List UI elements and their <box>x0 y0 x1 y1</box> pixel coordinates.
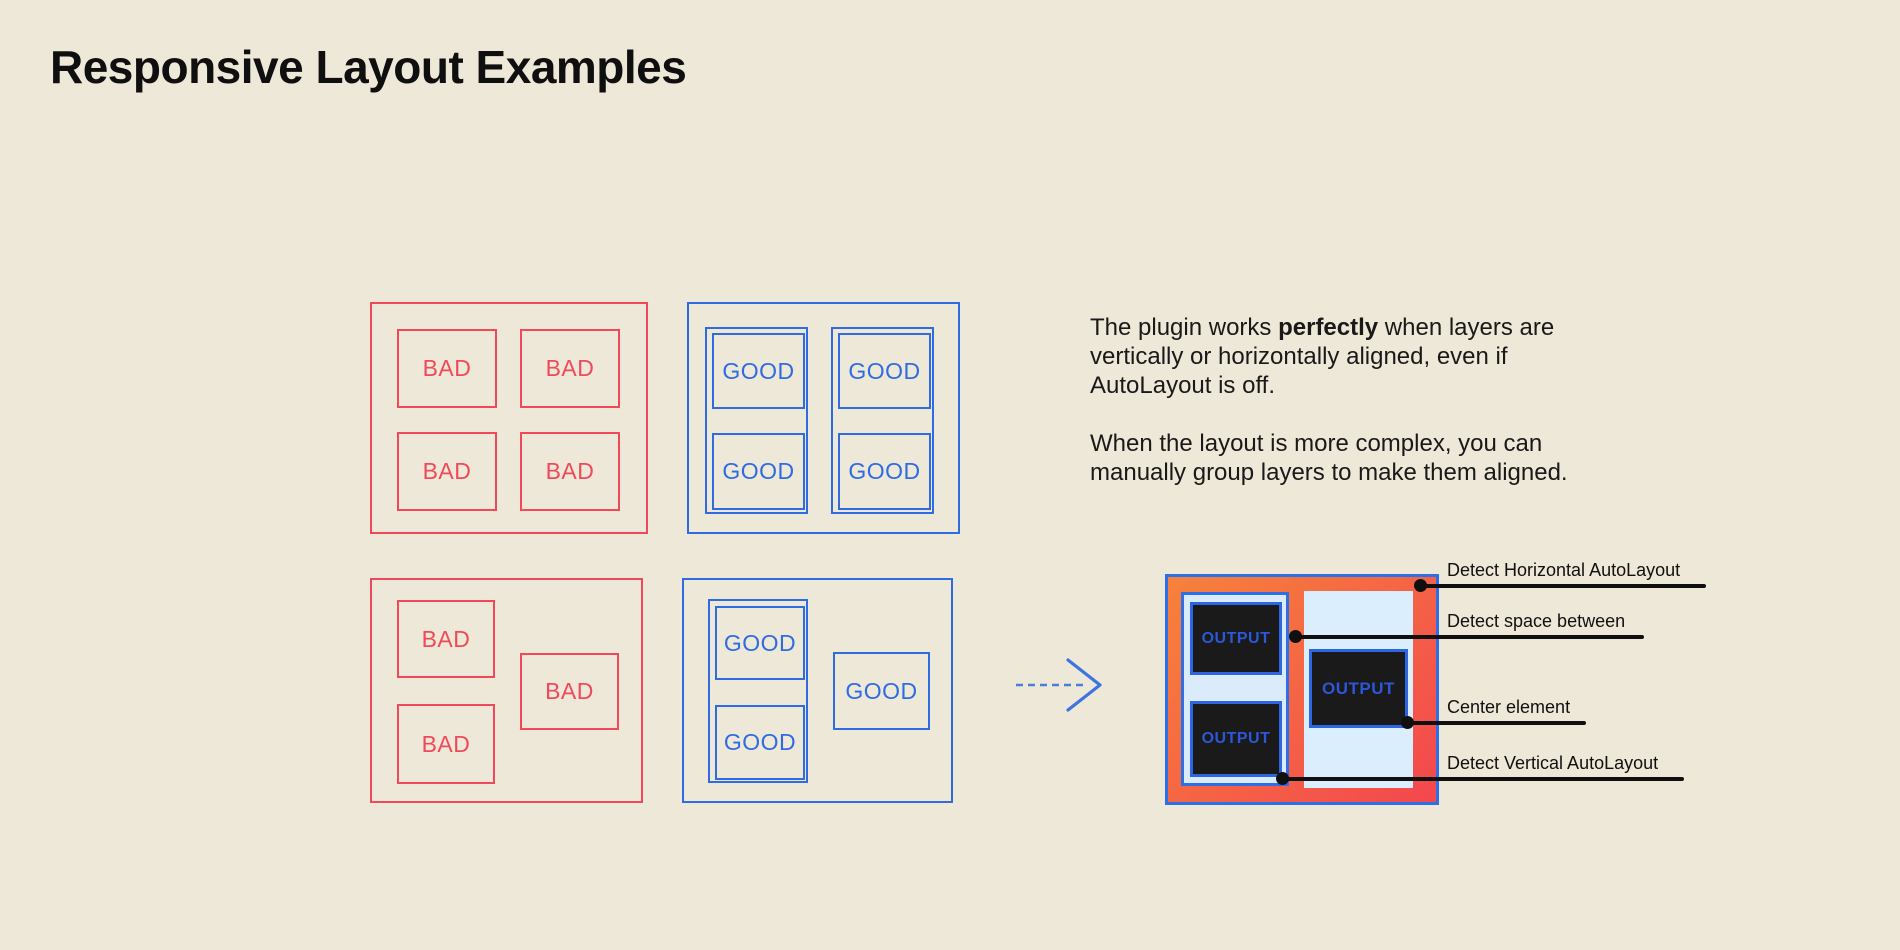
bad-box: BAD <box>397 600 495 678</box>
good-box: GOOD <box>833 652 930 730</box>
good-column-group: GOOD GOOD <box>831 327 934 514</box>
output-frame: OUTPUT OUTPUT OUTPUT <box>1165 574 1439 805</box>
output-left-panel: OUTPUT OUTPUT <box>1181 592 1289 786</box>
page-title: Responsive Layout Examples <box>50 41 687 93</box>
callout-label-space-between: Detect space between <box>1447 611 1626 631</box>
description-paragraph-1: The plugin works perfectly when layers a… <box>1090 313 1570 400</box>
bad-box: BAD <box>397 329 497 408</box>
good-box: GOOD <box>712 433 805 510</box>
good-box: GOOD <box>715 705 805 780</box>
callout-line <box>1421 584 1706 588</box>
output-box: OUTPUT <box>1190 701 1282 777</box>
callout-label-vertical-autolayout: Detect Vertical AutoLayout <box>1447 753 1659 773</box>
good-box: GOOD <box>838 333 931 409</box>
output-box: OUTPUT <box>1309 649 1408 728</box>
bad-box: BAD <box>520 653 619 730</box>
callout-dot <box>1289 630 1302 643</box>
callout-dot <box>1414 579 1427 592</box>
example-bad-unaligned: BAD BAD BAD <box>370 578 643 803</box>
description-p1-bold: perfectly <box>1278 314 1379 341</box>
good-column-group: GOOD GOOD <box>705 327 808 514</box>
callout-dot <box>1401 716 1414 729</box>
good-column-group: GOOD GOOD <box>708 599 808 783</box>
good-box: GOOD <box>838 433 931 510</box>
callout-label-center-element: Center element <box>1447 697 1571 717</box>
callout-label-horizontal-autolayout: Detect Horizontal AutoLayout <box>1447 560 1681 580</box>
good-box: GOOD <box>712 333 805 409</box>
flow-arrow-icon <box>1016 658 1102 712</box>
output-right-panel: OUTPUT <box>1304 591 1413 788</box>
bad-box: BAD <box>520 432 620 511</box>
callout-dot <box>1276 772 1289 785</box>
bad-box: BAD <box>397 432 497 511</box>
bad-box: BAD <box>520 329 620 408</box>
description-paragraph-2: When the layout is more complex, you can… <box>1090 430 1568 486</box>
example-good-grouped: GOOD GOOD GOOD <box>682 578 953 803</box>
description-p1-pre: The plugin works <box>1090 314 1279 341</box>
example-good-aligned: GOOD GOOD GOOD GOOD <box>687 302 960 534</box>
example-bad-aligned: BAD BAD BAD BAD <box>370 302 648 534</box>
description-text: The plugin works perfectly when layers a… <box>1090 313 1570 487</box>
output-box: OUTPUT <box>1190 602 1282 675</box>
description-p1-post: when layers are vertically or horizontal… <box>1090 314 1555 399</box>
good-box: GOOD <box>715 606 805 680</box>
bad-box: BAD <box>397 704 495 784</box>
callout-line <box>1408 721 1586 725</box>
callout-line <box>1296 635 1644 639</box>
callout-line <box>1283 777 1684 781</box>
